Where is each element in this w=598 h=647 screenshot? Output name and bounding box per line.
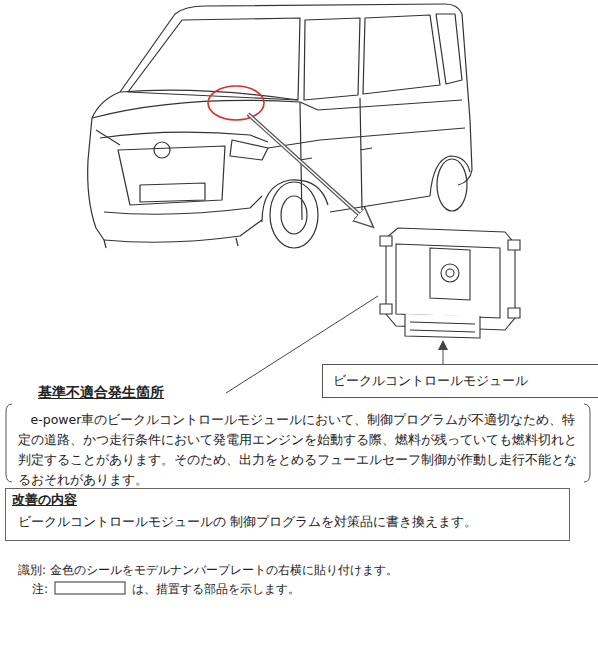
- note-text: 注:: [32, 581, 48, 598]
- body-text: ビークルコントロールモジュールの 制御プログラムを対策品に書き換えます。: [6, 512, 569, 540]
- heading: 改善の内容: [12, 491, 563, 509]
- heading: 基準不適合発生箇所: [38, 384, 588, 402]
- note-text: 識別: 金色のシールをモデルナンバープレートの右横に貼り付けます。: [18, 562, 398, 579]
- body-text: e-power車のビークルコントロールモジュールにおいて、制御プログラムが不適切…: [8, 404, 588, 490]
- car-drawing: [88, 4, 472, 248]
- text-box: ビークルコントロールモジュール: [322, 364, 598, 398]
- module-drawing: [380, 228, 520, 338]
- pointer-arrow: [248, 114, 372, 226]
- pointer-arrow-core: [248, 114, 362, 217]
- legend-box: [55, 582, 125, 594]
- location-circle: [208, 86, 264, 120]
- body-text: ビークルコントロールモジュール: [333, 372, 588, 390]
- text-box: 改善の内容ビークルコントロールモジュールの 制御プログラムを対策品に書き換えます…: [5, 488, 570, 541]
- note-text: は、措置する部品を示します。: [132, 581, 300, 598]
- leader-arrow: [443, 342, 444, 364]
- text-box: 基準不適合発生箇所 e-power車のビークルコントロールモジュールにおいて、制御…: [8, 384, 588, 490]
